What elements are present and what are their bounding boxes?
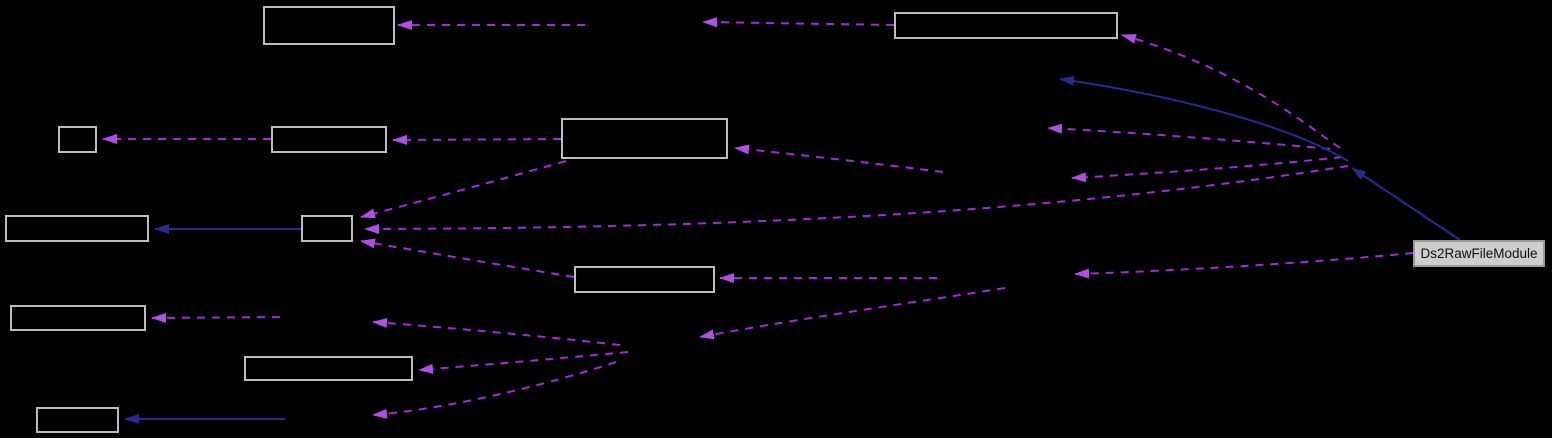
class-node-9[interactable] — [10, 305, 146, 331]
usage-edge-13 — [372, 361, 617, 419]
class-node-8[interactable] — [574, 266, 715, 293]
inheritance-edge-1 — [1059, 76, 1349, 162]
class-node-10[interactable] — [244, 356, 413, 381]
usage-edge-2 — [702, 17, 895, 28]
class-node-5[interactable] — [561, 118, 728, 159]
usage-edge-4 — [1047, 123, 1331, 150]
class-node-11[interactable] — [36, 407, 119, 433]
usage-edge-18 — [360, 238, 575, 278]
class-node-label: Ds2RawFileModule — [1420, 246, 1538, 261]
usage-edge-7 — [1074, 252, 1414, 279]
usage-edge-11 — [372, 318, 621, 346]
class-node-7[interactable] — [301, 215, 353, 242]
class-node-1[interactable] — [263, 6, 395, 45]
class-node-2[interactable] — [894, 12, 1118, 39]
usage-edge-14 — [151, 312, 281, 323]
usage-edge-6 — [364, 165, 1349, 234]
class-node-4[interactable] — [271, 126, 387, 153]
usage-edge-3 — [1121, 33, 1341, 149]
class-node-6[interactable] — [5, 215, 149, 242]
inheritance-edge-2 — [1351, 167, 1461, 241]
usage-edge-12 — [418, 351, 629, 374]
usage-edge-9 — [734, 144, 944, 173]
usage-edge-17 — [360, 160, 567, 219]
usage-edge-10 — [699, 287, 1006, 340]
usage-edge-5 — [1071, 156, 1343, 183]
usage-edge-15 — [392, 134, 562, 145]
class-node-ds2rawfilemodule[interactable]: Ds2RawFileModule — [1413, 240, 1545, 267]
class-node-3[interactable] — [58, 126, 97, 153]
